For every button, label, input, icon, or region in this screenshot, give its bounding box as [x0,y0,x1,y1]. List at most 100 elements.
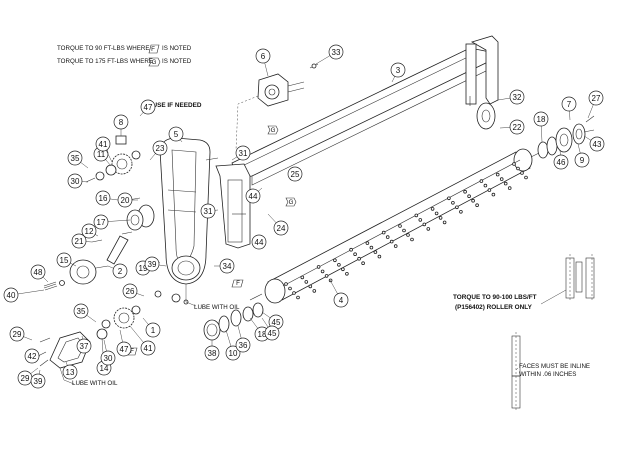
callout-number-c30a: 30 [71,177,80,186]
note-torque-90-tail: IS NOTED [162,45,192,52]
roller-stud [503,181,508,186]
callout-balloon-c43 [589,136,605,152]
roller-stud [292,291,296,295]
callout-balloon-c29a [9,326,25,342]
callout-number-c44a: 44 [249,192,258,201]
roller-stud [333,258,337,263]
roller-stud [349,247,353,252]
roller-stud [475,203,479,208]
callout-number-c39a: 39 [148,260,157,269]
callout-number-c15: 15 [60,256,69,265]
callout-number-c37: 37 [80,342,89,351]
callout-number-c27: 27 [592,94,601,103]
callout-balloon-c31b [200,203,216,219]
roller-stud [434,211,439,216]
callout-number-c29a: 29 [13,330,22,339]
callout-number-c35a: 35 [71,154,80,163]
callout-number-c10: 10 [229,349,238,358]
roller-stud [381,230,386,235]
note-torque-175: TORQUE TO 175 FT-LBS WHERE [57,58,153,65]
roller-stud [304,280,309,284]
roller-stud [324,274,329,278]
note-lube-upper: LUBE WITH OIL [194,304,240,311]
callout-balloon-c39b [30,373,46,389]
roller-stud [320,269,325,274]
roller-studs [284,162,528,300]
roller-stud [459,210,463,214]
roller-stud [438,216,443,220]
callout-balloon-c15 [56,252,72,268]
roller-stud [471,198,475,203]
note-torque-90: TORQUE TO 90 FT-LBS WHERE [57,45,150,52]
callout-balloon-c37 [76,338,92,354]
callout-number-c31b: 31 [204,207,213,216]
roller-stud [512,162,516,166]
callout-balloon-c4 [333,292,349,308]
callout-number-c11: 11 [97,150,106,159]
callout-number-c31a: 31 [239,149,248,158]
roller-stud [308,284,313,289]
roller-stud [353,252,357,257]
roller-stud [520,171,524,175]
torque-g-symbol [148,57,161,67]
callout-balloon-c40 [3,287,19,303]
roller-stud [377,254,382,259]
callout-number-c38: 38 [208,349,217,358]
roller-stud [516,166,520,171]
callout-number-c19: 19 [139,264,148,273]
roller-stud [328,278,333,283]
torque-marker-f2: F [130,348,134,355]
callout-balloon-c38 [204,345,220,361]
callout-number-c45a: 45 [272,318,281,327]
callout-number-c20: 20 [121,196,130,205]
callout-balloon-c1 [145,322,161,338]
callout-number-c35b: 35 [77,307,86,316]
callout-balloon-c25 [287,166,303,182]
callout-number-c12: 12 [85,227,94,236]
callout-balloon-c48 [30,264,46,280]
roller-stud [365,241,370,245]
roller-stud [389,239,394,244]
callout-number-c25: 25 [291,170,300,179]
callout-balloon-c33 [328,44,344,60]
callout-number-c36: 36 [239,341,248,350]
torque-notes: TORQUE TO 90 FT-LBS WHERE F IS NOTED TOR… [57,44,192,67]
callout-number-c33: 33 [332,48,341,57]
callout-number-c47b: 47 [120,345,129,354]
callout-balloon-c24 [273,220,289,236]
callout-balloon-c31a [235,145,251,161]
callout-number-c32: 32 [513,93,522,102]
roller-stud [406,233,410,237]
roller-stud [442,220,447,225]
callout-balloon-c2 [112,263,128,279]
callout-number-c22: 22 [513,123,522,132]
callout-number-c48: 48 [34,268,43,277]
roller-stud [341,267,345,272]
callout-balloon-c35b [73,303,89,319]
callout-number-c4: 4 [339,296,344,305]
roller-stud [455,205,459,210]
torque-marker-f1: F [236,280,240,287]
callout-balloon-c3 [390,62,406,78]
chain-case [159,137,219,285]
torque-marker-g1: G [271,127,276,134]
callout-number-c41a: 41 [99,140,108,149]
left-sprocket-group [43,135,155,291]
callout-balloon-c47b [116,341,132,357]
roller-stud [479,179,484,183]
left-bearing-stack [203,302,264,341]
roller-stud [373,250,378,254]
roller-stud [463,189,467,194]
callout-number-c3: 3 [396,66,401,75]
roller-stud [316,265,321,269]
roller-stud [385,235,390,239]
callout-balloon-c5 [168,126,184,142]
callout-number-c5: 5 [174,130,179,139]
callout-balloon-c45b [264,325,280,341]
callout-number-c40: 40 [7,291,16,300]
callout-balloon-c12 [81,223,97,239]
roller-stud [467,194,471,199]
callout-balloon-c42 [24,348,40,364]
roller-stud [495,172,500,177]
